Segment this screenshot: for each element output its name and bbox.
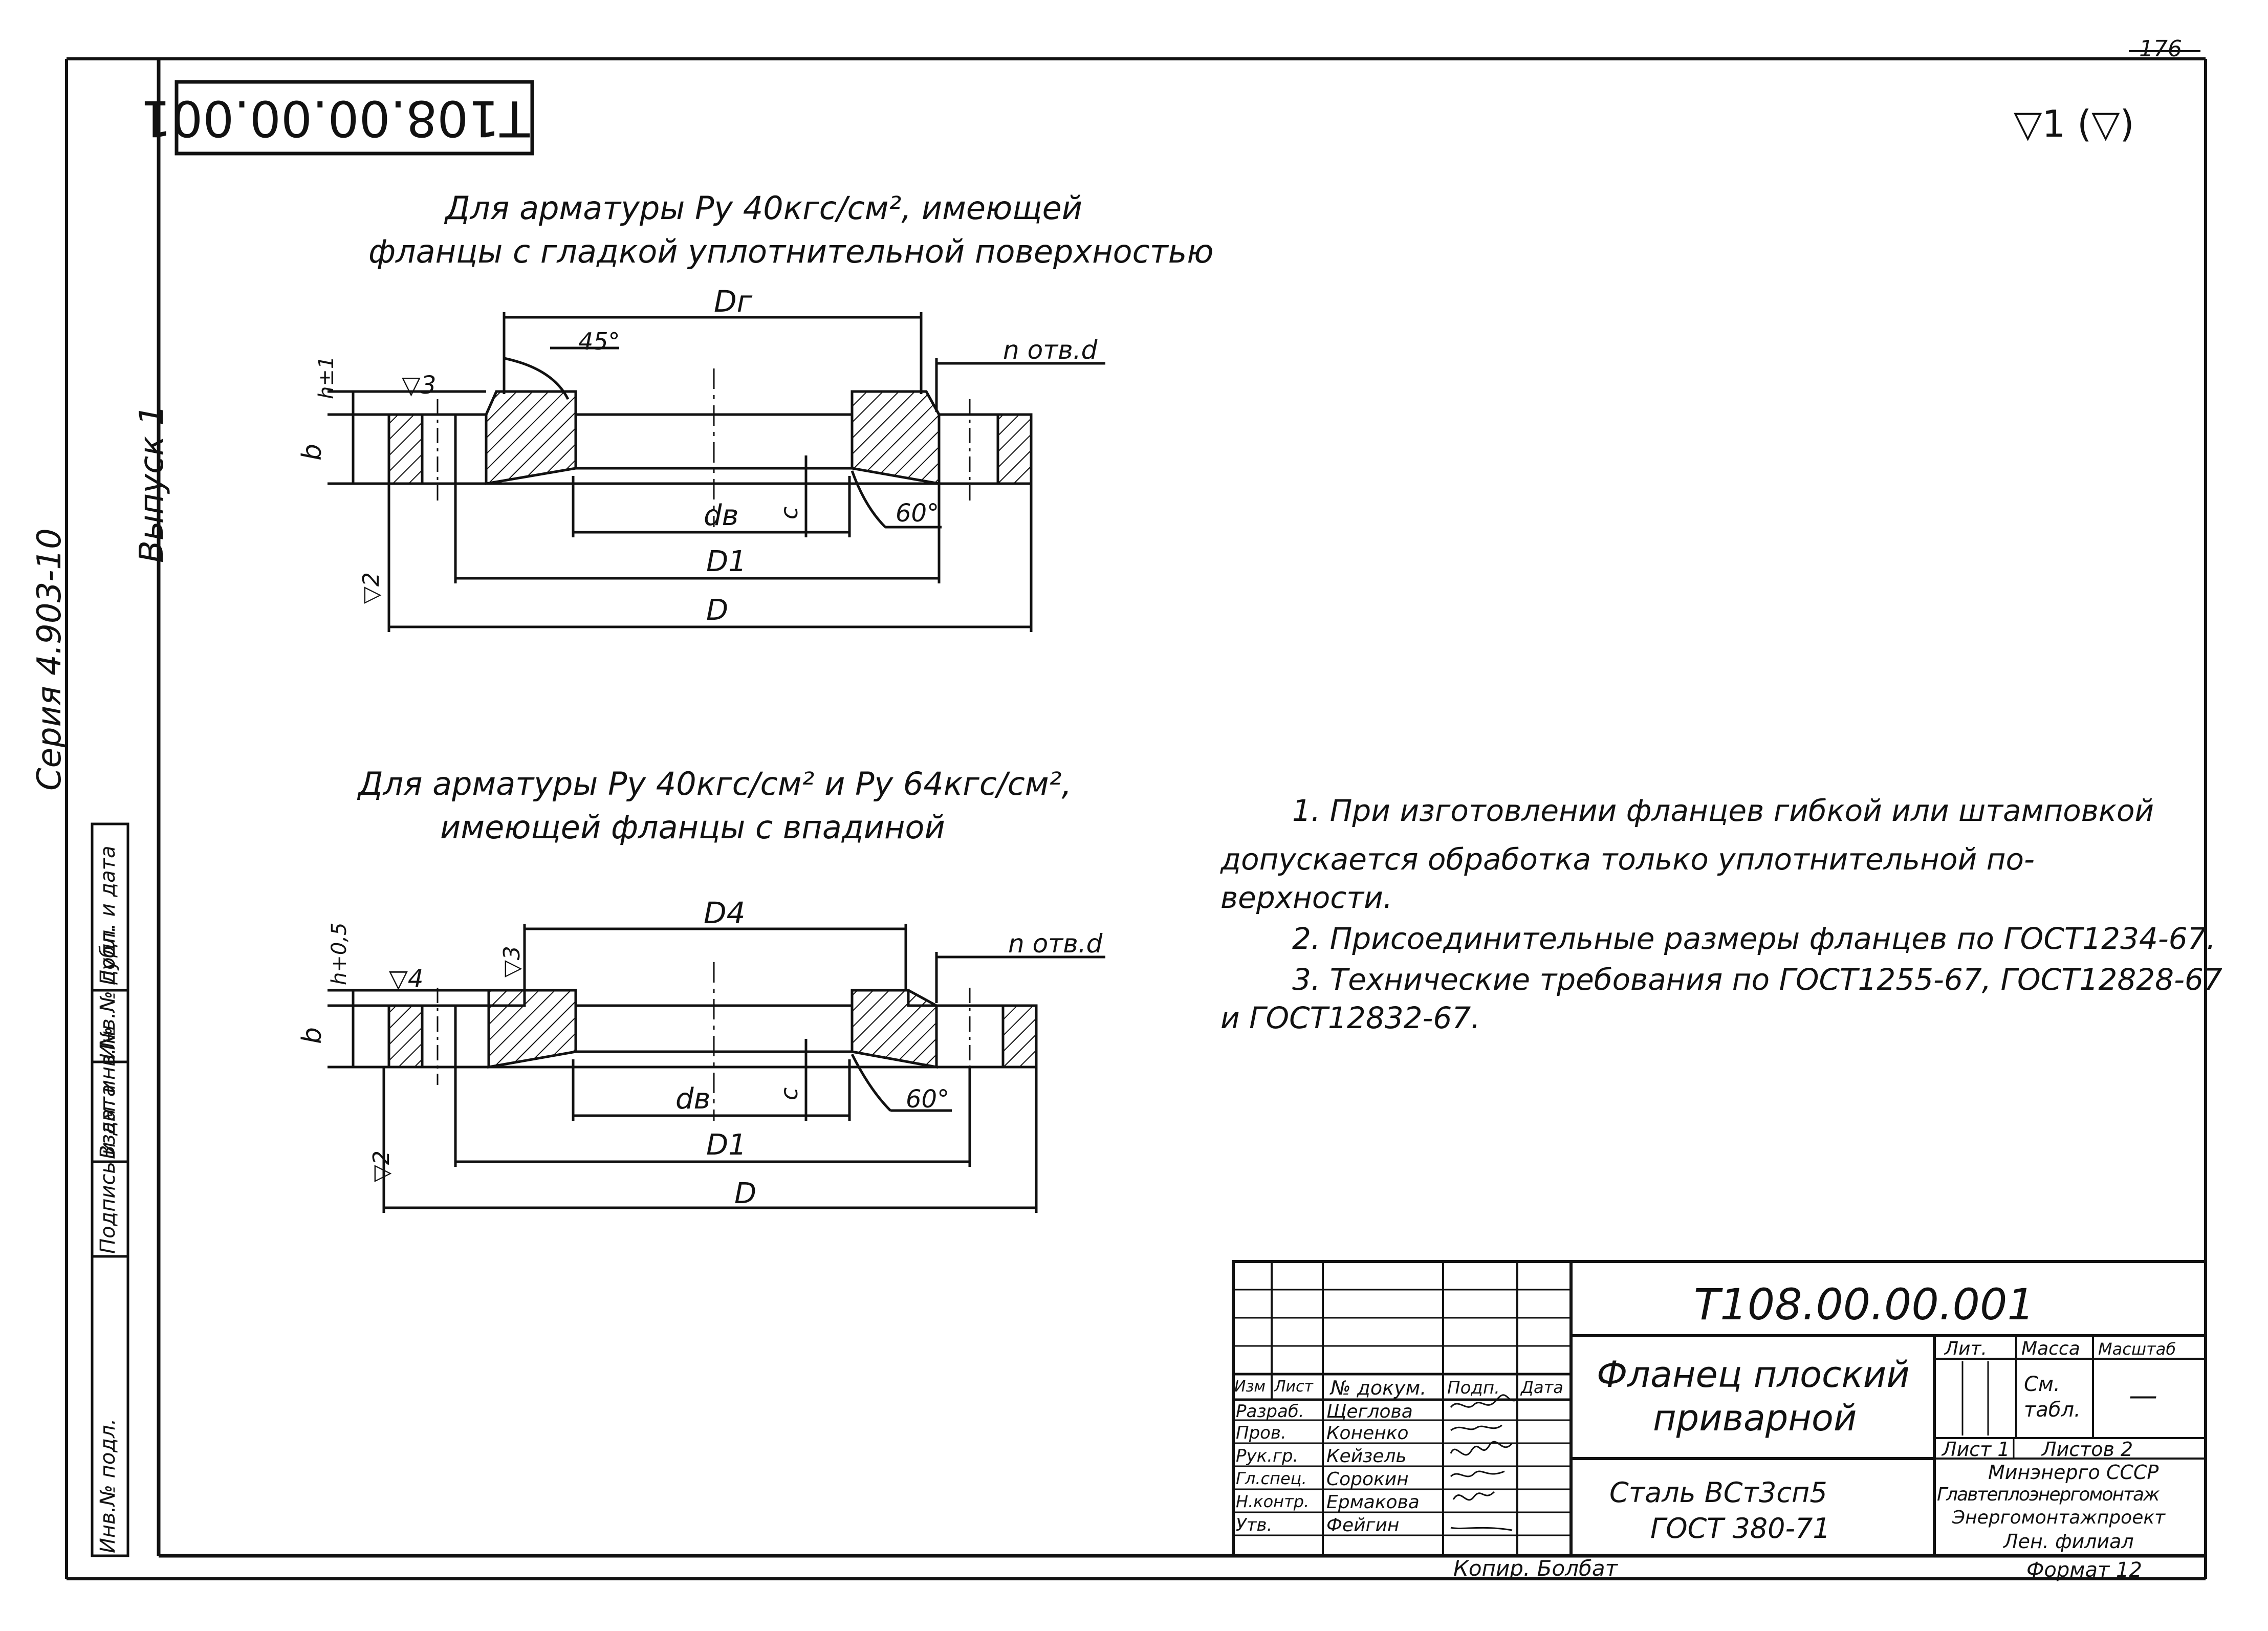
tb-material-line2: ГОСТ 380-71 — [1650, 1512, 1830, 1545]
tb-mass-value: См. табл. — [2024, 1373, 2081, 1422]
tb-header-date: Дата — [1521, 1378, 1563, 1397]
tb-person-4: Сорокин — [1326, 1469, 1409, 1490]
tb-header-list: Лист — [1274, 1378, 1314, 1396]
fig1-dim-dv: dв — [704, 499, 739, 532]
tb-sheet: Лист 1 — [1942, 1438, 2010, 1461]
side-stamp — [91, 822, 129, 1557]
tb-org-2: Главтеплоэнергомонтаж — [1937, 1484, 2160, 1505]
sheet-frame — [65, 50, 2207, 1580]
fig2-caption-line1: Для арматуры Pу 40кгс/см² и Pу 64кгс/см²… — [358, 765, 1072, 802]
format-label: Формат 12 — [2026, 1558, 2142, 1582]
fig1-dim-d1: D1 — [706, 545, 747, 578]
fig1-dim-dg: Dг — [714, 284, 753, 319]
note-line-2: допускается обработка только уплотнитель… — [1220, 842, 2035, 877]
tb-role-6: Утв. — [1236, 1515, 1273, 1535]
fig2-rough4: ▽4 — [389, 965, 424, 993]
tb-role-4: Гл.спец. — [1236, 1469, 1307, 1488]
code-stamp — [175, 80, 534, 156]
fig2-dim-d: D — [734, 1177, 757, 1210]
fig1-dim-60: 60° — [896, 499, 940, 528]
roughness-mark: ▽1 (▽) — [2014, 102, 2134, 145]
fig2-dim-d1: D1 — [706, 1128, 747, 1162]
tb-org-1: Минэнерго СССР — [1988, 1461, 2159, 1484]
title-block-grid — [1232, 1260, 2207, 1557]
tb-mass-label: Масса — [2021, 1338, 2080, 1359]
tb-person-3: Кейзель — [1326, 1446, 1407, 1467]
tb-person-6: Фейгин — [1326, 1515, 1400, 1536]
tb-role-3: Рук.гр. — [1236, 1446, 1299, 1466]
signature-1 — [1450, 1394, 1518, 1408]
fig1-rough3: ▽3 — [402, 371, 437, 400]
tb-person-1: Щеглова — [1326, 1401, 1413, 1422]
tb-lit-label: Лит. — [1945, 1338, 1987, 1359]
tb-sheets: Листов 2 — [2042, 1438, 2133, 1461]
signature-2 — [1450, 1424, 1502, 1431]
note-line-3: верхности. — [1220, 880, 1393, 915]
fig1-dim-holes: n отв.d — [1003, 335, 1098, 365]
tb-scale-label: Масштаб — [2098, 1339, 2176, 1359]
fig1-dim-45: 45° — [578, 328, 620, 355]
tb-scale-value: — — [2129, 1379, 2157, 1412]
tb-person-2: Коненко — [1326, 1423, 1409, 1444]
tb-header-doc: № докум. — [1331, 1377, 1427, 1399]
tb-role-5: Н.контр. — [1236, 1492, 1310, 1511]
page-number: 176 — [2139, 36, 2182, 62]
fig2-caption-line2: имеющей фланцы с впадиной — [440, 809, 945, 846]
tb-org-4: Лен. филиал — [2003, 1530, 2134, 1553]
tb-role-2: Пров. — [1236, 1423, 1286, 1443]
signature-4 — [1450, 1470, 1505, 1477]
fig2-dim-holes: n отв.d — [1008, 929, 1103, 959]
copied-by: Копир. Болбат — [1453, 1556, 1618, 1581]
flange-figure-1 — [328, 312, 1105, 632]
tb-name-line2: приварной — [1653, 1397, 1857, 1439]
fig2-dim-d4: D4 — [704, 896, 746, 930]
fig2-dim-60: 60° — [906, 1085, 950, 1114]
signature-3 — [1450, 1441, 1513, 1456]
fig1-caption-line1: Для арматуры Pу 40кгс/см², имеющей — [445, 189, 1083, 227]
note-line-1: 1. При изготовлении фланцев гибкой или ш… — [1292, 793, 2154, 828]
tb-header-izm: Изм — [1234, 1378, 1266, 1396]
signature-6 — [1450, 1527, 1513, 1531]
tb-name-line1: Фланец плоский — [1597, 1354, 1910, 1396]
note-line-6: и ГОСТ12832-67. — [1220, 1001, 1480, 1035]
note-line-4: 2. Присоединительные размеры фланцев по … — [1292, 921, 2216, 956]
tb-header-sign: Подп. — [1447, 1378, 1500, 1398]
tb-role-1: Разраб. — [1236, 1401, 1304, 1422]
tb-material-line1: Сталь ВСт3сп5 — [1609, 1476, 1827, 1509]
flange-figure-2 — [328, 924, 1105, 1213]
tb-code: Т108.00.00.001 — [1694, 1279, 2035, 1330]
fig1-caption-line2: фланцы с гладкой уплотнительной поверхно… — [368, 233, 1214, 270]
tb-person-5: Ермакова — [1326, 1492, 1420, 1513]
fig2-dim-dv: dв — [675, 1082, 711, 1116]
tb-org-3: Энергомонтажпроект — [1952, 1507, 2166, 1528]
signature-5 — [1452, 1491, 1495, 1501]
fig1-dim-d: D — [706, 594, 729, 627]
note-line-5: 3. Технические требования по ГОСТ1255-67… — [1292, 962, 2222, 997]
